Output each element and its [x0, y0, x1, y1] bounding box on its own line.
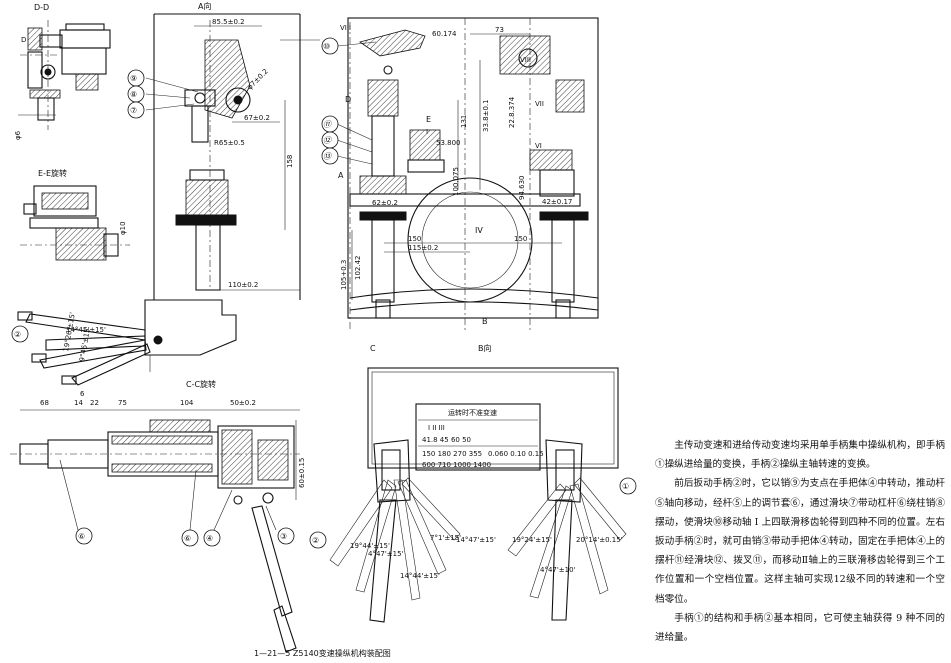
- plate-row2: 150 180 270 355: [422, 450, 482, 458]
- dim-c7: 60±0.15: [298, 458, 306, 488]
- dim-ang9: 20°14'±0.15': [576, 536, 623, 544]
- balloon-8: ⑧: [130, 90, 137, 99]
- view-ee: E-E旋转 φ10: [20, 168, 130, 261]
- dim-ang1: 14°45'±15': [66, 326, 106, 334]
- desc-para-3: 手柄①的结构和手柄②基本相同，它可使主轴获得 9 种不同的进给量。: [655, 612, 945, 644]
- dim-ang6: 14°44'±15': [400, 572, 440, 580]
- balloon-7: ⑦: [130, 106, 137, 115]
- roman-vi: VI: [535, 142, 542, 150]
- dim-m15: 102.42: [354, 256, 362, 281]
- dim-m10: 42±0.17: [542, 198, 572, 206]
- dim-c5: 104: [180, 399, 194, 407]
- balloons-main: ⑩ ⑪ ⑫ ⑬: [321, 37, 377, 165]
- dim-a1: 85.5±0.2: [212, 18, 245, 26]
- dim-m9: 62±0.2: [372, 199, 398, 207]
- balloon-13: ⑬: [323, 152, 333, 161]
- dim-m13: 150: [514, 235, 527, 243]
- view-a: A向 85.5±0.2 φ7±0.2 67±0.2 R65±0.5 158 11…: [144, 1, 320, 372]
- dim-m12: 115±0.2: [408, 244, 438, 252]
- dim-a2: φ7±0.2: [246, 67, 270, 91]
- letter-e: E: [426, 115, 431, 124]
- dim-m8: 94.630: [518, 176, 526, 201]
- balloon-9: ⑨: [130, 74, 137, 83]
- label-dd: D-D: [34, 3, 49, 12]
- view-dd: D-D φ6 D: [14, 3, 111, 140]
- dim-m1: 60.174: [432, 30, 457, 38]
- balloon-12: ⑫: [323, 136, 333, 145]
- plate-row3: 600 710 1000 1400: [422, 461, 491, 469]
- view-b-bottom: 运转时不准变速 I II III 41.8 45 60 50 150 180 2…: [309, 367, 637, 623]
- letter-a: A: [338, 171, 344, 180]
- letter-d: D: [21, 36, 26, 44]
- label-a-view: A向: [198, 1, 211, 11]
- dim-c3: 22: [90, 399, 99, 407]
- dim-ang4: 19°44'±15': [350, 542, 390, 550]
- view-cc: C-C旋转 68 14 22 75 104 50±0.2 6 60±0.15 ⑥…: [10, 379, 306, 653]
- dim-c4: 75: [118, 399, 127, 407]
- label-b-view: B向: [478, 343, 492, 353]
- balloon-1: ①: [622, 482, 629, 491]
- roman-viii: VIII: [340, 24, 351, 32]
- plate-right-row: 0.060 0.10 0.15: [488, 450, 544, 458]
- dim-c2: 14: [74, 399, 83, 407]
- roman-vii: VII: [535, 100, 544, 108]
- dim-ang10: 14°47'±15': [456, 536, 496, 544]
- balloon-6b: ⑥: [184, 534, 191, 543]
- roman-viii-b: VIII: [520, 56, 531, 64]
- view-main: VIII IV VIII VII VI I: [338, 17, 599, 353]
- balloon-11: ⑪: [323, 120, 333, 129]
- letter-d2: D: [345, 95, 351, 104]
- plate-row1: 41.8 45 60 50: [422, 436, 471, 444]
- dim-c6: 50±0.2: [230, 399, 256, 407]
- dim-a3: 67±0.2: [244, 114, 270, 122]
- dim-m7: 100.075: [452, 167, 460, 196]
- dim-ang7: 7°1'±15': [430, 534, 461, 542]
- dim-c1: 68: [40, 399, 49, 407]
- plate-title: 运转时不准变速: [448, 408, 497, 417]
- roman-i: I: [426, 128, 428, 136]
- label-cc: C-C旋转: [186, 379, 216, 389]
- balloon-4: ④: [206, 534, 213, 543]
- dim-m11: 150: [408, 235, 421, 243]
- letter-c: C: [370, 344, 376, 353]
- balloon-2-left: ②: [14, 330, 21, 339]
- dim-ang8: 19°24'±15': [512, 536, 552, 544]
- dim-a4: R65±0.5: [214, 139, 245, 147]
- balloon-6: ⑥: [78, 532, 85, 541]
- dim-a6: 110±0.2: [228, 281, 258, 289]
- dim-ang5: 4°47'±15': [368, 550, 404, 558]
- dim-c8: 6: [80, 390, 85, 398]
- svg-text:φ10: φ10: [119, 221, 127, 235]
- roman-iv: IV: [475, 226, 483, 235]
- dim-ang11: 4°47'±10': [540, 566, 576, 574]
- label-ee: E-E旋转: [38, 168, 67, 178]
- plate-header: I II III: [428, 424, 445, 432]
- dim-m5: 22.8.374: [508, 96, 516, 128]
- desc-para-1: 主传动变速和进给传动变速均采用单手柄集中操纵机构，即手柄①操纵进给量的变换，手柄…: [655, 440, 945, 471]
- figure-caption: 1—21—5 Z5140变速操纵机构装配图: [254, 649, 391, 658]
- dim-m2: 73: [495, 26, 504, 34]
- desc-para-2: 前后扳动手柄②时，它以销⑨为支点在手把体④中转动，推动杆⑤轴向移动，经杆⑤上的调…: [655, 478, 945, 605]
- balloons-a: ⑨ ⑧ ⑦: [127, 69, 199, 119]
- description-text: 主传动变速和进给传动变速均采用单手柄集中操纵机构，即手柄①操纵进给量的变换，手柄…: [655, 436, 945, 647]
- dim-m6: 53.800: [436, 139, 461, 147]
- dim-m14: 105+0.3: [340, 260, 348, 290]
- handle-fan-left: ② 14°45'±15' 19°26'±15' 9°46'±15': [11, 311, 151, 386]
- balloon-2: ②: [312, 536, 319, 545]
- speed-plate: 运转时不准变速 I II III 41.8 45 60 50 150 180 2…: [415, 403, 544, 471]
- svg-text:φ6: φ6: [14, 130, 22, 140]
- balloon-3: ③: [280, 532, 287, 541]
- dim-m4: 131: [460, 115, 468, 128]
- dim-m3: 33.8±0.1: [482, 99, 490, 132]
- dim-a5: 158: [286, 155, 294, 168]
- letter-b: B: [482, 317, 488, 326]
- balloon-10: ⑩: [323, 42, 330, 51]
